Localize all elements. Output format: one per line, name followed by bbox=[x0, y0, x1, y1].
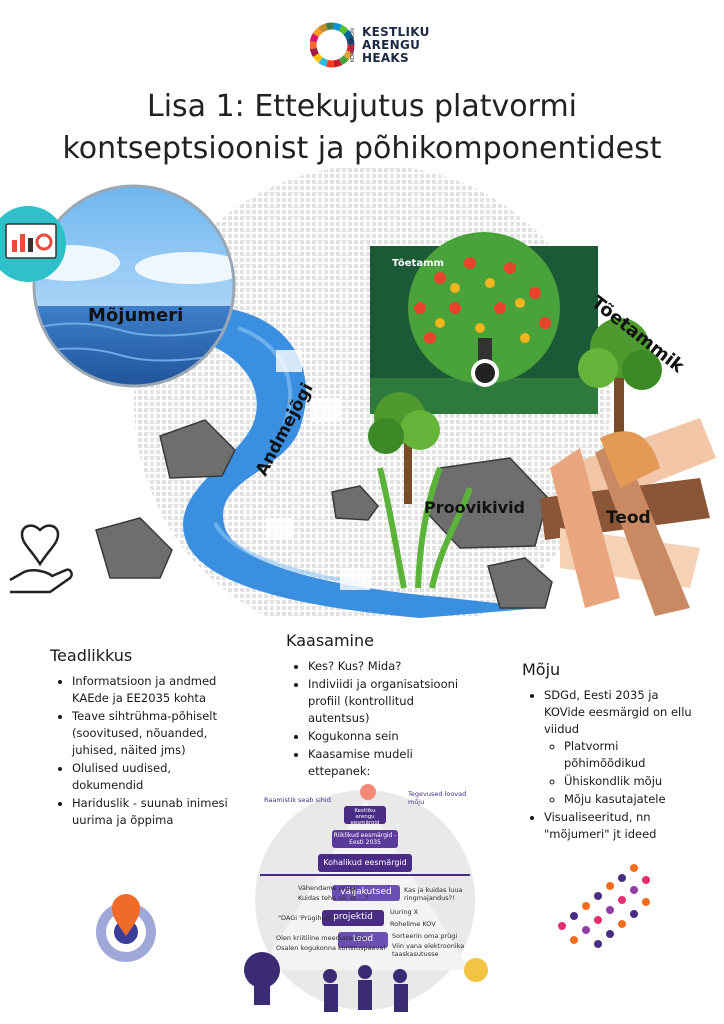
grass-icon bbox=[377, 466, 473, 589]
engagement-list: Kes? Kus? Mida? Indiviidi ja organisatsi… bbox=[286, 658, 466, 780]
heart-in-hand-icon bbox=[9, 524, 73, 594]
platform-concept-illustration bbox=[0, 168, 716, 618]
pyramid-note: Osalen kogukonna koristuspäeval bbox=[276, 944, 386, 952]
pyramid-top: Kestliku arengu eesmärgid bbox=[350, 808, 380, 826]
tree-icon bbox=[368, 392, 440, 504]
list-subitem: Mõju kasutajatele bbox=[564, 791, 702, 808]
dashboard-monitor-icon bbox=[0, 206, 66, 282]
people-illustration-icon bbox=[244, 952, 488, 1012]
pyramid-level-3: Kohalikud eesmärgid bbox=[323, 858, 407, 867]
engagement-model-pyramid: Raamistik seab sihid Tegevused loovad mõ… bbox=[240, 780, 490, 1020]
pyramid-note: Viin vana elektroonika taaskasutusse bbox=[392, 942, 465, 958]
pyramid-note: Sorteerin oma prügi bbox=[392, 932, 458, 940]
impact-list: SDGd, Eesti 2035 ja KOVide eesmärgid on … bbox=[522, 687, 702, 843]
deeds-label: Teod bbox=[606, 508, 651, 528]
awareness-section: Teadlikkus Informatsioon ja andmed KAEde… bbox=[50, 646, 230, 830]
flower-icon bbox=[360, 784, 376, 800]
list-item: Kes? Kus? Mida? bbox=[308, 658, 466, 675]
tree-icon bbox=[578, 318, 662, 440]
pyramid-note: Rohelime KOV bbox=[390, 920, 436, 928]
touchstones-label: Proovikivid bbox=[424, 498, 526, 517]
list-item-text: SDGd, Eesti 2035 ja KOVide eesmärgid on … bbox=[544, 688, 692, 736]
list-item: SDGd, Eesti 2035 ja KOVide eesmärgid on … bbox=[544, 687, 702, 808]
pyramid-challenges: väljakutsed bbox=[340, 887, 392, 897]
logo-side-text: KOALITSIOON bbox=[350, 28, 356, 62]
impact-heading: Mõju bbox=[522, 660, 561, 679]
page-title: Lisa 1: Ettekujutus platvormi kontseptsi… bbox=[62, 89, 662, 166]
pyramid-deeds: teod bbox=[352, 934, 374, 944]
list-item: Indiviidi ja organisatsiooni profiil (ko… bbox=[308, 676, 466, 727]
pyramid-right-note: Tegevused loovad mõju bbox=[408, 790, 467, 806]
logo-wordmark: KESTLIKU ARENGU HEAKS bbox=[362, 26, 430, 65]
decorative-dots-icon bbox=[558, 864, 650, 948]
list-item: Teave sihtrühma-põhiselt (soovitused, nõ… bbox=[72, 708, 230, 759]
awareness-list: Informatsioon ja andmed KAEde ja EE2035 … bbox=[50, 673, 230, 829]
impact-sea-label: Mõjumeri bbox=[88, 305, 184, 326]
pyramid-note: Uuring X bbox=[390, 908, 419, 916]
logo-line-1: KESTLIKU bbox=[362, 25, 430, 39]
truth-oak-label: Tõetamm bbox=[392, 258, 444, 269]
list-subitem: Platvormi põhimõõdikud bbox=[564, 738, 702, 772]
list-item: Hariduslik - suunab inimesi uurima ja õp… bbox=[72, 795, 230, 829]
pyramid-note: "DAGi 'Prügihunt!' bbox=[278, 914, 337, 922]
stacked-hands-icon bbox=[540, 418, 716, 616]
pyramid-note: Kas ja kuidas luua ringmajandus?! bbox=[404, 886, 463, 902]
engagement-heading: Kaasamine bbox=[286, 631, 374, 650]
list-item: Kaasamise mudeli ettepanek: bbox=[308, 746, 466, 780]
pyramid-projects: projektid bbox=[333, 912, 373, 922]
pyramid-level-2: Riiklikud eesmärgid - Eesti 2035 bbox=[333, 832, 397, 846]
logo-line-2: ARENGU bbox=[362, 38, 421, 52]
awareness-heading: Teadlikkus bbox=[50, 646, 133, 665]
binary-data-icon bbox=[266, 350, 370, 590]
impact-section: Mõju SDGd, Eesti 2035 ja KOVide eesmärgi… bbox=[522, 660, 702, 844]
rock-icon bbox=[95, 419, 553, 609]
list-item: Informatsioon ja andmed KAEde ja EE2035 … bbox=[72, 673, 230, 707]
logo-line-3: HEAKS bbox=[362, 51, 409, 65]
sdg-wheel-logo-icon bbox=[310, 22, 355, 68]
list-item: Olulised uudised, dokumendid bbox=[72, 760, 230, 794]
data-river-icon bbox=[183, 308, 540, 618]
pyramid-note: Olen kriitiline meediatarbija bbox=[276, 934, 367, 942]
pyramid-left-note: Raamistik seab sihid bbox=[264, 796, 331, 804]
pyramid-note: Vähendame prügi! bbox=[298, 884, 359, 892]
list-item: Kogukonna sein bbox=[308, 728, 466, 745]
list-item: Visualiseeritud, nn "mõjumeri" jt ideed bbox=[544, 809, 702, 843]
pyramid-note: Kuidas teha nii, et ...? bbox=[298, 894, 369, 902]
impact-sublist: Platvormi põhimõõdikud Ühiskondlik mõju … bbox=[544, 738, 702, 808]
list-subitem: Ühiskondlik mõju bbox=[564, 773, 702, 790]
location-target-icon bbox=[96, 894, 156, 962]
engagement-section: Kaasamine Kes? Kus? Mida? Indiviidi ja o… bbox=[286, 631, 466, 781]
